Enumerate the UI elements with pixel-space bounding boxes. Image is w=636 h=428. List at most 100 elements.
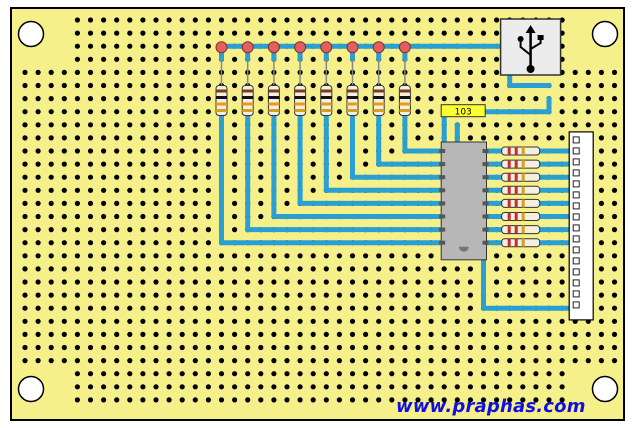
pad xyxy=(22,213,28,220)
pad xyxy=(114,200,120,206)
resistor xyxy=(241,85,254,116)
pad xyxy=(533,384,539,390)
pad xyxy=(415,384,421,390)
ic-pin xyxy=(482,227,489,232)
pad xyxy=(389,109,395,115)
pad xyxy=(114,292,120,298)
pad xyxy=(389,397,395,403)
pad xyxy=(232,384,238,390)
pad xyxy=(559,371,565,377)
pad xyxy=(218,331,225,337)
trace xyxy=(481,96,552,115)
pad xyxy=(494,358,500,364)
pad xyxy=(179,331,185,337)
pad xyxy=(336,30,342,36)
pad xyxy=(153,30,159,36)
pad xyxy=(454,96,460,102)
pad xyxy=(520,122,526,128)
pad xyxy=(559,318,565,324)
pad xyxy=(140,384,146,390)
pad xyxy=(166,227,172,233)
resistor xyxy=(346,85,359,116)
pad xyxy=(467,17,473,23)
pad xyxy=(114,96,120,102)
pad xyxy=(415,397,421,403)
pad xyxy=(310,30,316,36)
mounting-hole xyxy=(17,20,45,48)
pad xyxy=(127,371,133,377)
pad xyxy=(127,161,133,167)
resistor xyxy=(267,85,280,116)
pad xyxy=(101,344,107,351)
network-band xyxy=(514,199,518,208)
pad xyxy=(480,397,487,403)
pad xyxy=(598,279,605,285)
pad xyxy=(441,82,447,89)
pad xyxy=(323,17,329,23)
pad xyxy=(218,30,225,36)
pad xyxy=(520,318,526,324)
resistor-band xyxy=(242,96,254,99)
pad xyxy=(454,266,460,272)
pad xyxy=(349,292,356,298)
pad xyxy=(245,17,251,23)
pad xyxy=(127,17,133,23)
resistor-band xyxy=(242,102,254,106)
pad xyxy=(533,122,539,128)
pad xyxy=(611,227,618,233)
pad xyxy=(297,292,303,298)
resistor-band xyxy=(320,96,332,99)
pad xyxy=(205,213,211,220)
pad xyxy=(101,318,107,324)
pad xyxy=(271,371,277,377)
pad xyxy=(598,82,605,89)
pad xyxy=(61,200,67,206)
pad xyxy=(166,358,172,364)
pad xyxy=(546,384,552,390)
pad xyxy=(192,96,198,102)
network-band xyxy=(507,147,511,155)
pad xyxy=(284,331,290,337)
pad xyxy=(35,305,41,311)
pad xyxy=(441,30,447,36)
pad xyxy=(441,266,447,272)
pad xyxy=(179,43,185,49)
pad xyxy=(402,358,408,364)
pad xyxy=(284,30,290,36)
pad xyxy=(284,279,290,285)
pad xyxy=(415,371,421,377)
pad xyxy=(310,69,316,75)
pad xyxy=(258,279,264,285)
pad xyxy=(74,122,80,128)
pad xyxy=(140,266,146,272)
pad xyxy=(363,96,369,102)
pad xyxy=(415,305,421,311)
resistor-band xyxy=(399,109,411,112)
pad xyxy=(415,318,421,324)
pad xyxy=(454,69,460,75)
pad xyxy=(467,397,473,403)
pad xyxy=(494,292,500,298)
pad xyxy=(598,135,605,141)
pad xyxy=(363,148,369,154)
pad xyxy=(284,17,290,23)
pad xyxy=(546,371,552,377)
resistor-band xyxy=(399,96,411,99)
pad xyxy=(310,96,316,102)
pad xyxy=(271,266,277,272)
pad xyxy=(415,109,421,115)
pad xyxy=(389,253,395,259)
pad xyxy=(127,253,133,259)
pad xyxy=(428,17,434,23)
pad xyxy=(336,305,342,311)
pad xyxy=(467,358,473,364)
pad xyxy=(114,305,120,311)
pad xyxy=(48,279,54,285)
pad xyxy=(205,69,211,75)
pad xyxy=(232,82,238,89)
pad xyxy=(454,358,460,364)
pad xyxy=(611,358,618,364)
pad xyxy=(533,266,539,272)
pad xyxy=(598,213,605,220)
pad xyxy=(428,266,434,272)
